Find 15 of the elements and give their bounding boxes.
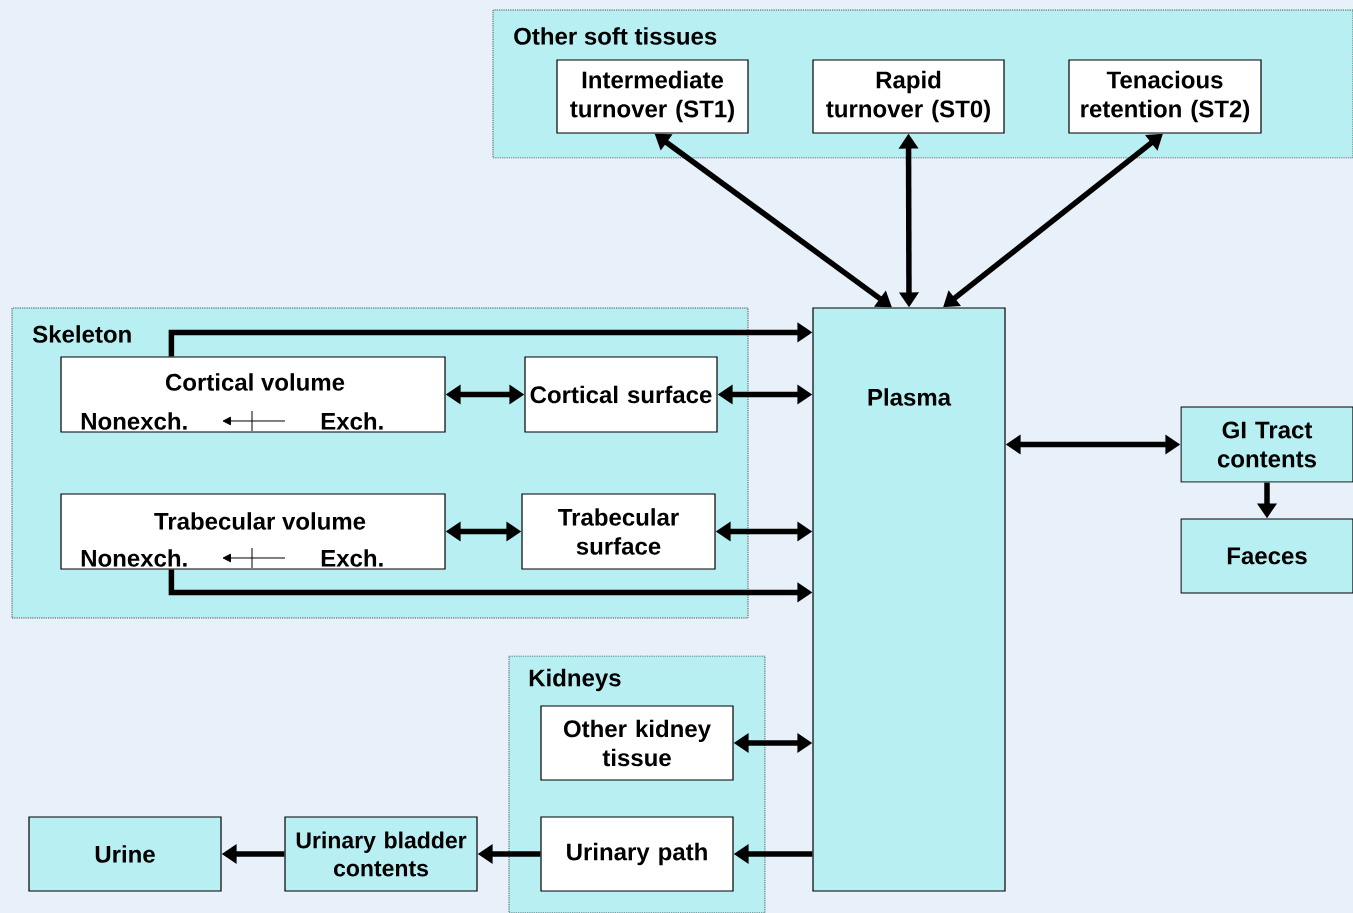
compartment-box: GI Tract contents [1180,406,1353,483]
compartment-box: Urinary bladder contents [284,816,478,892]
compartment-box: Trabecular surface [521,493,716,570]
compartment-box: Cortical surface [524,356,718,433]
compartment-box: Urine [28,816,222,892]
compartment-box: Faeces [1180,518,1353,594]
compartment-box: Tenacious retention (ST2) [1068,59,1262,134]
compartment-box: Rapid turnover (ST0) [812,59,1005,134]
arrow [943,133,1163,308]
volume-box: Trabecular volume Nonexch. Exch. [60,493,446,570]
compartment-box: Urinary path [540,816,734,892]
volume-box: Cortical volume Nonexch. Exch. [60,356,446,433]
compartment-box: Other kidney tissue [540,705,734,781]
compartment-box: Intermediate turnover (ST1) [556,59,749,134]
compartment-box: Plasma [812,307,1006,892]
